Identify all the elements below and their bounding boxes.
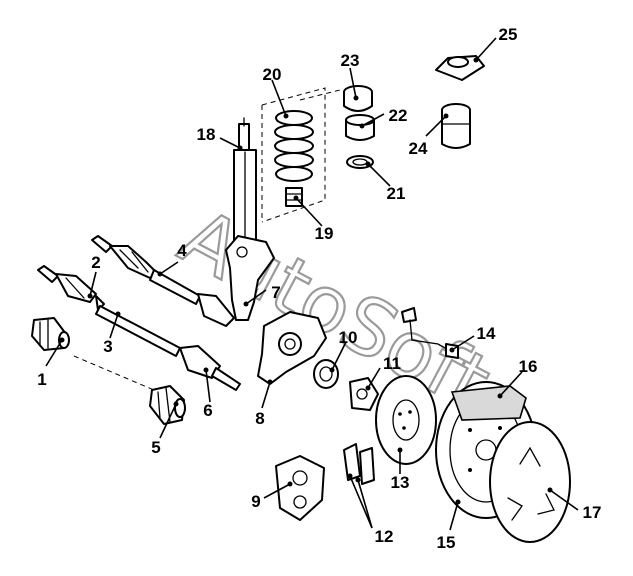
steering-knuckle: [225, 235, 275, 321]
callout-15: 15: [437, 533, 456, 552]
callout-8: 8: [255, 409, 264, 428]
callout-2: 2: [91, 253, 100, 272]
brake-lining: [450, 385, 527, 421]
cv-joint-boot-left: [31, 317, 70, 351]
callout-1: 1: [37, 370, 46, 389]
callout-dots: [59, 57, 553, 505]
wheel-bearing: [313, 359, 339, 389]
strut-mount-stack: [343, 85, 375, 169]
wheel-hub: [349, 377, 379, 411]
callout-5: 5: [151, 438, 160, 457]
callout-21: 21: [387, 184, 406, 203]
callout-13: 13: [391, 473, 410, 492]
brake-disc: [375, 375, 437, 465]
callout-23: 23: [341, 51, 360, 70]
drive-shaft-upper: [91, 235, 235, 327]
callout-17: 17: [583, 503, 602, 522]
callout-numbers: 1 2 3 4 5 6 7 8 9 10 11 12 13 14 15 16 1…: [37, 25, 601, 552]
callout-leaders: [45, 37, 579, 531]
brake-pads: [343, 443, 375, 485]
callout-16: 16: [519, 357, 538, 376]
callout-25: 25: [499, 25, 518, 44]
callout-20: 20: [263, 65, 282, 84]
callout-24: 24: [409, 139, 428, 158]
callout-10: 10: [339, 328, 358, 347]
wheel-cover: [489, 421, 571, 543]
callout-12: 12: [375, 527, 394, 546]
callout-4: 4: [177, 241, 187, 260]
callout-11: 11: [383, 354, 401, 373]
coil-spring: [274, 110, 314, 182]
callout-14: 14: [477, 324, 496, 343]
callout-9: 9: [251, 492, 260, 511]
callout-7: 7: [271, 283, 280, 302]
callout-19: 19: [315, 224, 334, 243]
callout-6: 6: [203, 401, 212, 420]
brake-splash-shield: [257, 311, 327, 385]
shock-absorber-strut: [233, 117, 257, 251]
cv-joint-boot-right: [149, 385, 186, 425]
support-bearing-and-boot: [435, 55, 485, 149]
callout-3: 3: [103, 337, 112, 356]
brake-caliper: [275, 455, 325, 521]
callout-18: 18: [197, 125, 216, 144]
callout-22: 22: [389, 106, 408, 125]
